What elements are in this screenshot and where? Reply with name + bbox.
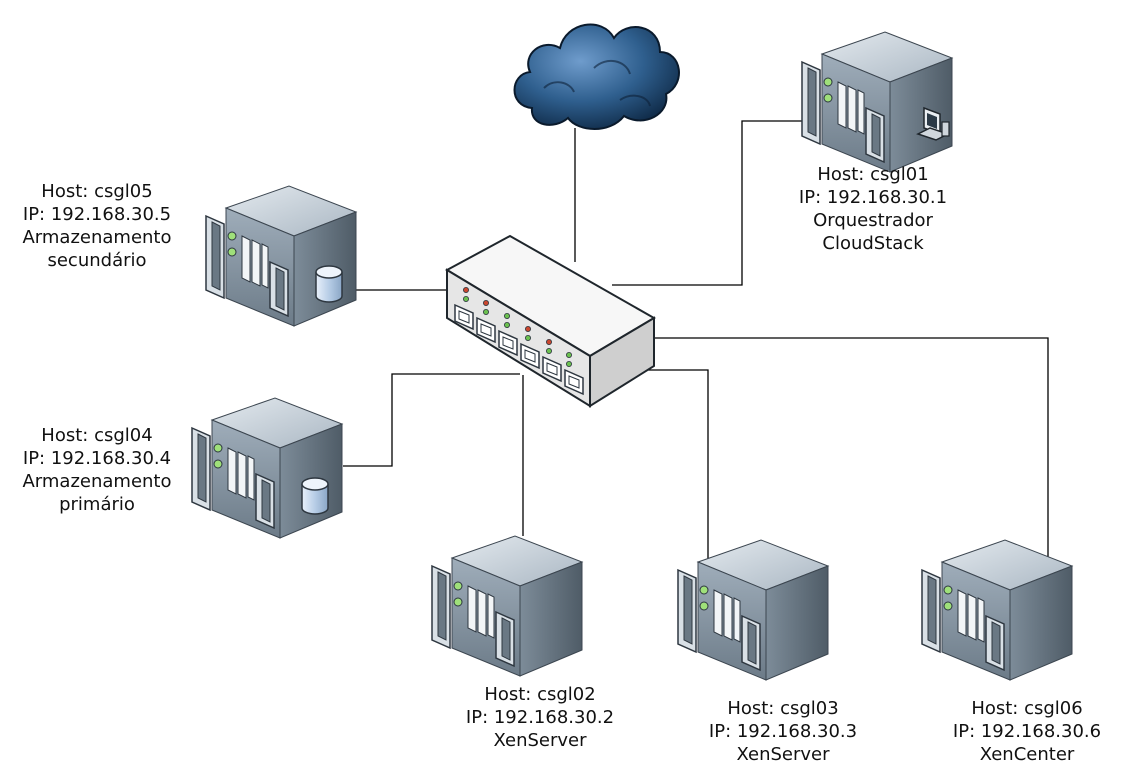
link-lines: [342, 120, 1049, 567]
workstation-icon: [916, 106, 950, 141]
host-ip: IP: 192.168.30.6: [952, 721, 1102, 742]
label-csgl01: Host: csgl01 IP: 192.168.30.1 Orquestrad…: [799, 163, 947, 255]
host-role: XenServer: [493, 730, 587, 751]
host-role: XenCenter: [979, 744, 1075, 765]
host-ip: IP: 192.168.30.5: [22, 204, 172, 225]
host-name: Host: csgl02: [484, 684, 596, 705]
host-ip: IP: 192.168.30.2: [465, 707, 615, 728]
cloud-icon: [513, 23, 680, 130]
label-csgl05: Host: csgl05 IP: 192.168.30.5 Armazename…: [22, 180, 171, 272]
server-csgl02: [431, 535, 583, 677]
link-csgl04: [343, 373, 520, 467]
host-role: Orquestrador: [813, 210, 933, 231]
server-icon: [191, 397, 343, 539]
host-role-2: secundário: [47, 250, 147, 271]
host-role: Armazenamento: [22, 227, 172, 248]
host-role-2: primário: [59, 494, 135, 515]
server-csgl06: [921, 539, 1073, 681]
host-role: Armazenamento: [22, 471, 172, 492]
server-csgl01: [801, 31, 953, 173]
host-ip: IP: 192.168.30.1: [798, 187, 948, 208]
server-csgl04: [191, 397, 343, 539]
server-icon: [205, 185, 357, 327]
host-role-2: CloudStack: [822, 233, 924, 254]
link-csgl03: [645, 369, 709, 567]
label-csgl03: Host: csgl03 IP: 192.168.30.3 XenServer: [709, 697, 857, 766]
host-ip: IP: 192.168.30.3: [708, 721, 858, 742]
host-name: Host: csgl05: [41, 181, 153, 202]
label-csgl06: Host: csgl06 IP: 192.168.30.6 XenCenter: [953, 697, 1101, 766]
host-ip: IP: 192.168.30.4: [22, 448, 172, 469]
server-csgl05: [205, 185, 357, 327]
host-name: Host: csgl06: [971, 698, 1083, 719]
database-icon: [315, 265, 343, 303]
server-icon: [801, 31, 953, 173]
host-name: Host: csgl04: [41, 425, 153, 446]
host-name: Host: csgl03: [727, 698, 839, 719]
switch-icon: [444, 234, 656, 408]
link-csgl06: [652, 337, 1049, 560]
label-csgl02: Host: csgl02 IP: 192.168.30.2 XenServer: [466, 683, 614, 752]
host-role: XenServer: [736, 744, 830, 765]
label-csgl04: Host: csgl04 IP: 192.168.30.4 Armazename…: [22, 424, 171, 516]
host-name: Host: csgl01: [817, 164, 929, 185]
link-csgl01: [612, 120, 812, 286]
server-csgl03: [677, 539, 829, 681]
database-icon: [301, 477, 329, 515]
